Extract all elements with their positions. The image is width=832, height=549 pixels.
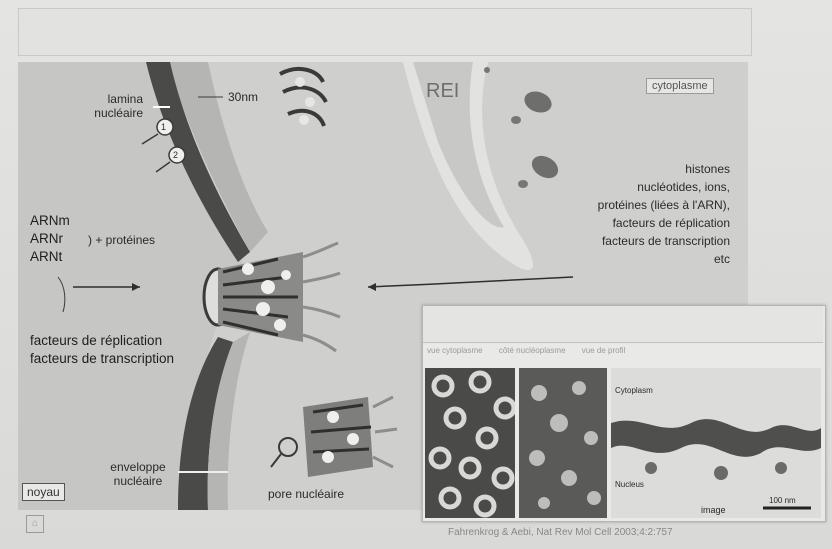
slide-title-bar [18,8,752,56]
histones-label: histones [488,162,730,176]
callout-1: 1 [161,120,166,134]
micrograph-panel: vue cytoplasme côté nucléoplasme vue de … [422,305,826,522]
cytoplasme-tag: cytoplasme [646,78,714,94]
etc-label: etc [488,252,730,266]
scale-label: 30nm [228,90,258,104]
facteurs-replication-left: facteurs de réplication [30,332,162,349]
image-label: image [701,503,726,517]
micrograph-cytoplasm-face [425,368,515,518]
rei-label: REI [426,84,459,98]
arnt-label: ARNt [30,248,62,265]
arnm-label: ARNm [30,212,70,229]
micrograph-captions: vue cytoplasme côté nucléoplasme vue de … [427,346,639,355]
micrograph-title-bar [423,306,823,343]
micrograph-nucleoplasm-face [519,368,607,518]
lamina-label: lamina nucléaire [73,92,143,120]
nucleus-side-label: Nucleus [615,478,644,492]
facteurs-transcription-left: facteurs de transcription [30,350,174,367]
arnr-label: ARNr [30,230,63,247]
pore-label: pore nucléaire [268,487,344,501]
facteurs-replication-right: facteurs de réplication [488,216,730,230]
callout-2: 2 [173,148,178,162]
caption-profile-view: vue de profil [582,346,626,355]
nucleotides-label: nucléotides, ions, [488,180,730,194]
university-logo-icon: ⌂ [26,515,44,533]
citation: Fahrenkrog & Aebi, Nat Rev Mol Cell 2003… [448,527,673,538]
cytoplasm-side-label: Cytoplasm [615,384,653,398]
caption-cytoplasm-view: vue cytoplasme [427,346,483,355]
noyau-tag: noyau [22,483,65,501]
scalebar-label: 100 nm [769,494,796,508]
enveloppe-label: enveloppe nucléaire [98,460,178,488]
facteurs-transcription-right: facteurs de transcription [488,234,730,248]
proteines-label: ) + protéines [88,233,155,247]
caption-nucleoplasm-view: côté nucléoplasme [499,346,566,355]
proteines-liees-label: protéines (liées à l'ARN), [488,198,730,212]
micrograph-profile-view: Cytoplasm Nucleus image 100 nm [611,368,821,518]
